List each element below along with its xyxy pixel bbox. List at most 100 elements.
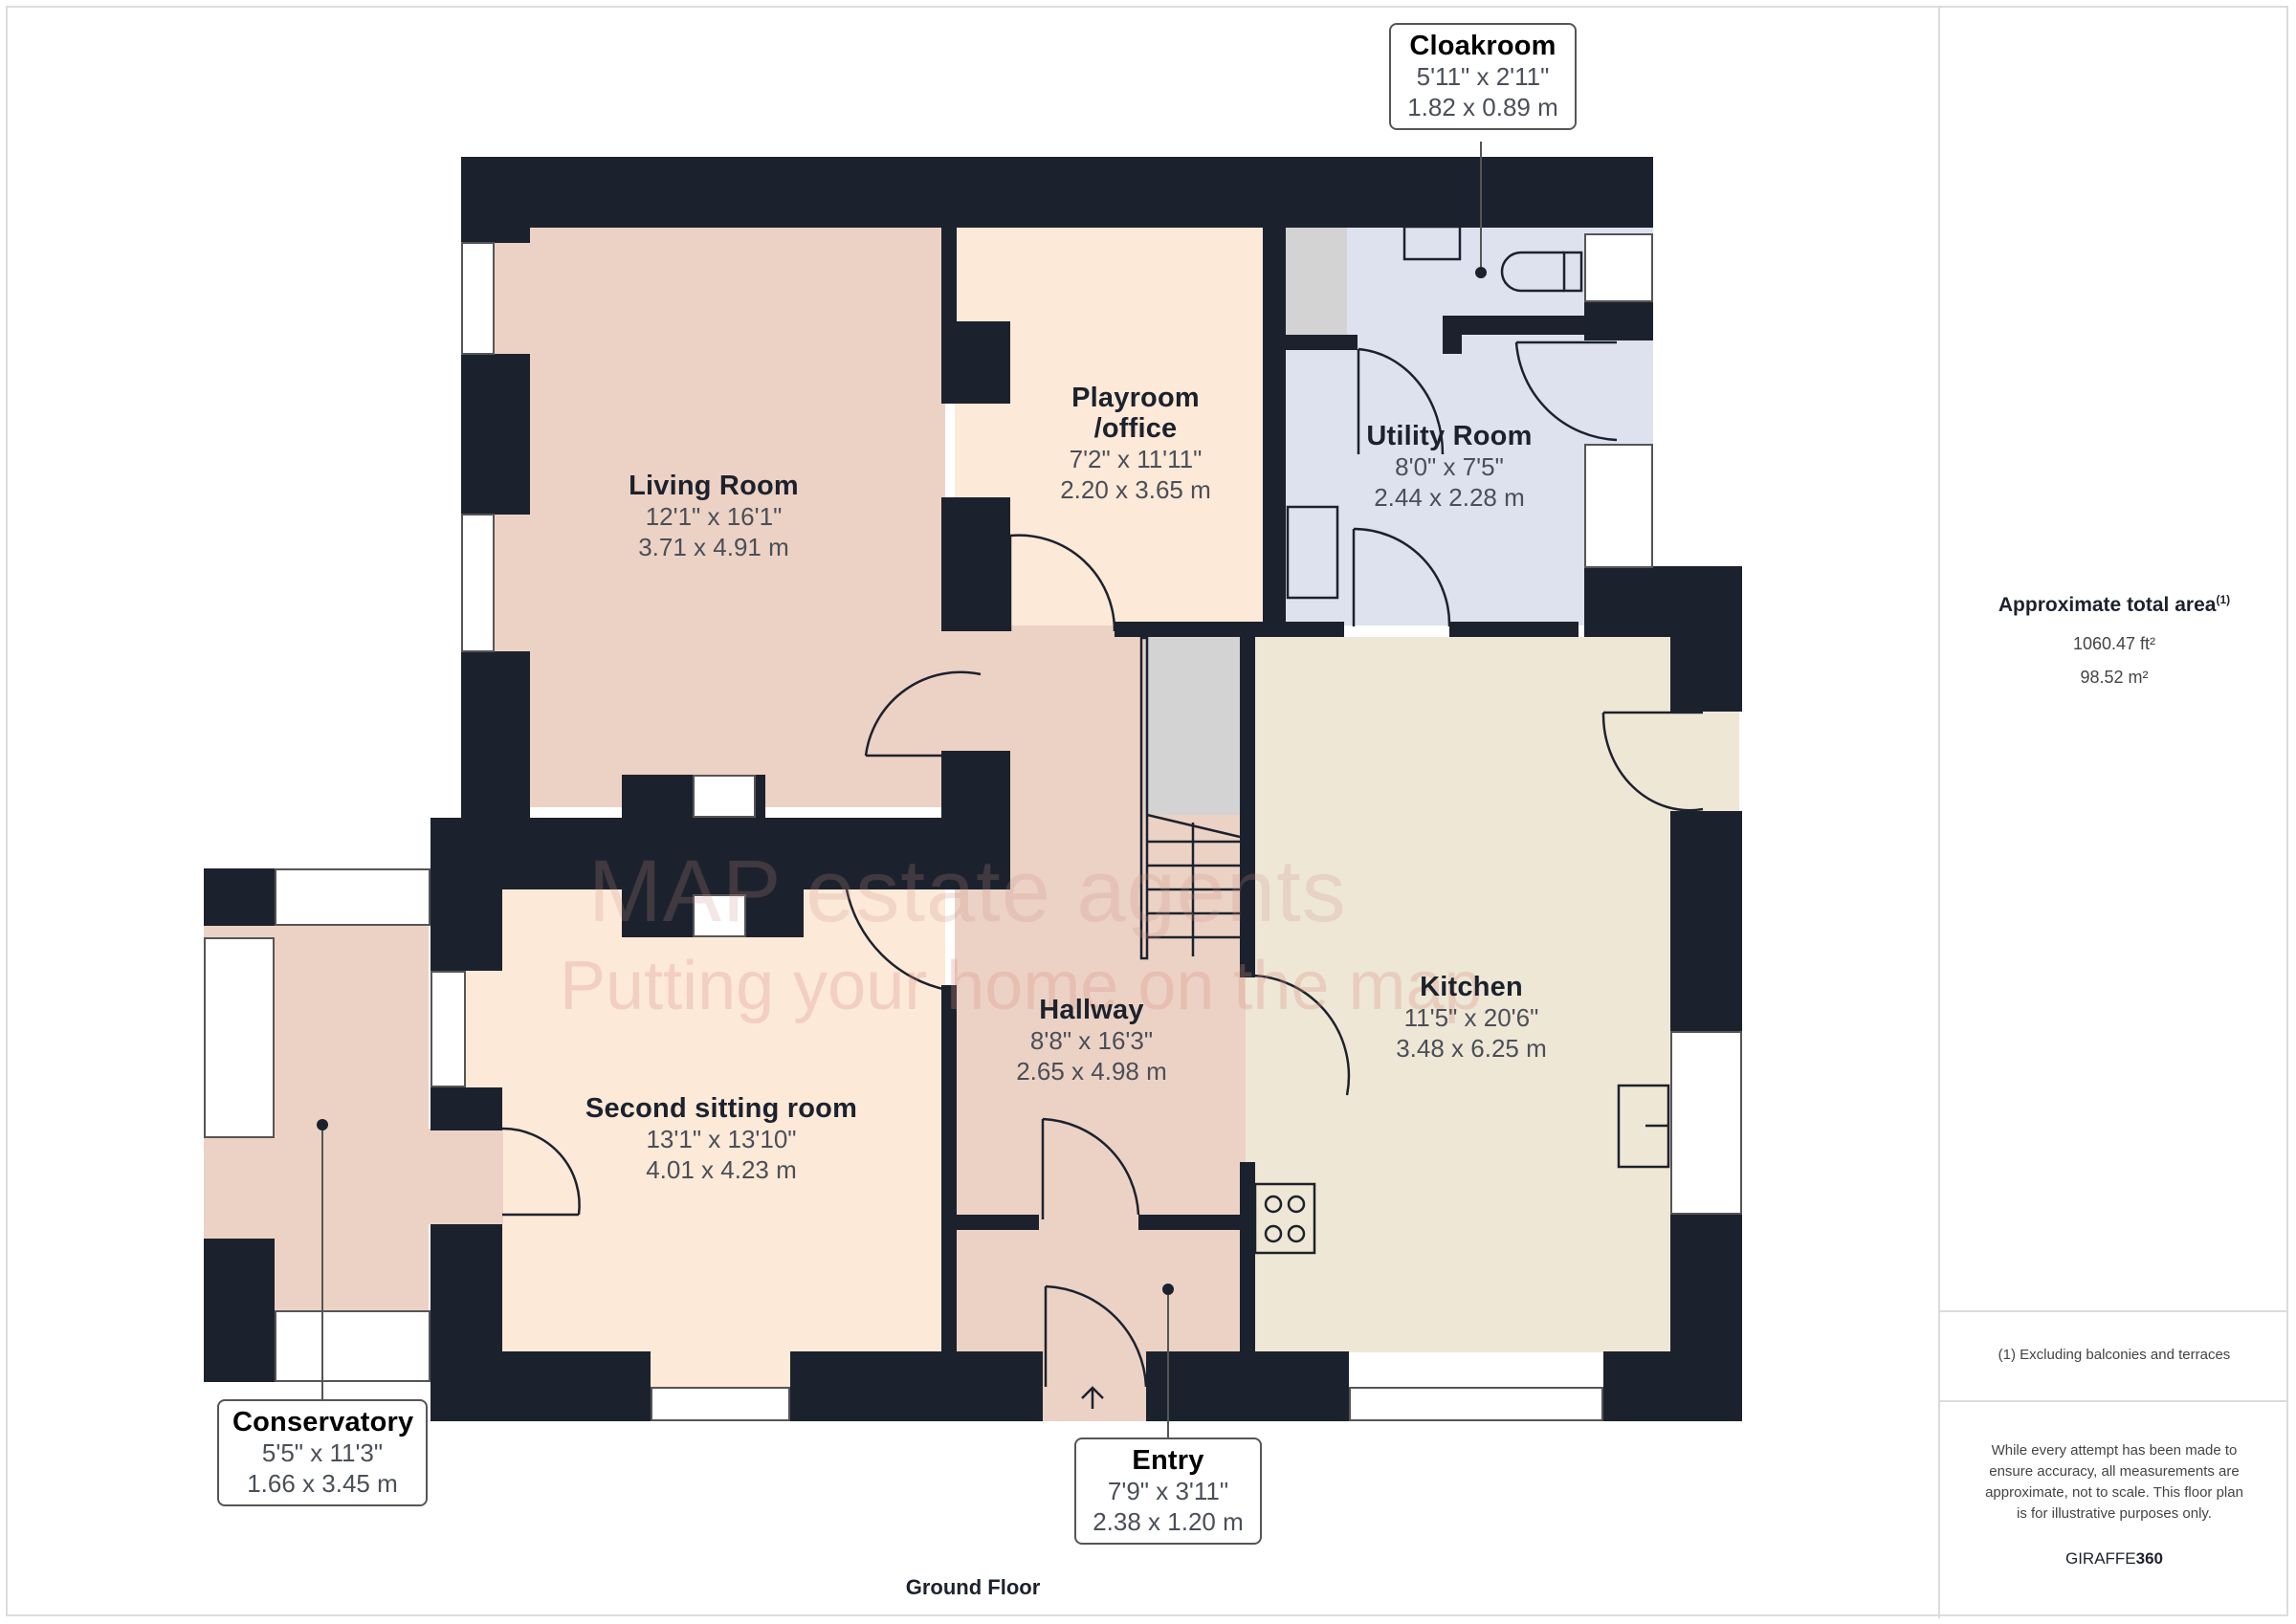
utility-room-name: Utility Room xyxy=(1366,421,1533,451)
side-panel-divider-1 xyxy=(1940,1310,2288,1312)
watermark-title: MAP estate agents xyxy=(588,843,1347,940)
cloakroom-name: Cloakroom xyxy=(1409,31,1556,61)
brand-bold: 360 xyxy=(2135,1549,2164,1568)
bottom-wall-mid xyxy=(790,1351,1043,1421)
area-title-text: Approximate total area xyxy=(1998,594,2217,616)
kitchen-label: Kitchen 11'5" x 20'6" 3.48 x 6.25 m xyxy=(1396,972,1547,1064)
cloakroom-callout: Cloakroom 5'11" x 2'11" 1.82 x 0.89 m xyxy=(1389,23,1577,130)
second-sitting-label: Second sitting room 13'1" x 13'10" 4.01 … xyxy=(585,1093,857,1185)
living-window-1 xyxy=(461,242,495,355)
conservatory-window-bottom xyxy=(275,1310,430,1382)
second-sitting-floor xyxy=(500,888,945,1352)
utility-room-imperial: 8'0" x 7'5" xyxy=(1395,452,1504,481)
conservatory-door-arc xyxy=(501,1127,581,1216)
living-left-wall-mid xyxy=(461,354,530,515)
hall-kitchen-wall-top xyxy=(1240,637,1255,977)
living-room-name: Living Room xyxy=(629,471,799,501)
fireplace-second xyxy=(693,894,746,937)
conservatory-imperial: 5'5" x 11'3" xyxy=(261,1438,384,1467)
area-title: Approximate total area(1) xyxy=(1940,593,2288,617)
playroom-name-1: Playroom xyxy=(1071,383,1200,413)
second-sitting-metric: 4.01 x 4.23 m xyxy=(646,1155,797,1184)
second-left-wall-mid xyxy=(430,1087,502,1130)
top-wall xyxy=(461,157,1653,228)
living-playroom-wall-3 xyxy=(941,497,1010,631)
cloakroom-imperial: 5'11" x 2'11" xyxy=(1416,62,1550,91)
playroom-hall-wall xyxy=(1115,622,1344,637)
page-frame xyxy=(6,6,2288,1616)
entry-floor xyxy=(1043,1352,1146,1421)
watermark-tagline: Putting your home on the map xyxy=(560,948,1483,1024)
utility-back-door-arc xyxy=(1514,341,1618,442)
playroom-metric: 2.20 x 3.65 m xyxy=(1060,475,1211,504)
side-panel-divider-2 xyxy=(1940,1400,2288,1402)
kitchen-right-wall-mid xyxy=(1670,811,1742,1031)
fireplace-living xyxy=(693,775,756,818)
second-sitting-imperial: 13'1" x 13'10" xyxy=(646,1125,797,1153)
playroom-label: Playroom /office 7'2" x 11'11" 2.20 x 3.… xyxy=(1060,383,1211,505)
conservatory-window-left xyxy=(204,937,275,1138)
living-door-arc xyxy=(864,670,982,757)
conservatory-wall-bl xyxy=(204,1239,275,1382)
living-room-imperial: 12'1" x 16'1" xyxy=(645,502,783,531)
hall-living-link xyxy=(861,631,957,756)
entry-imperial: 7'9" x 3'11" xyxy=(1107,1477,1229,1505)
conservatory-wall-tl xyxy=(204,868,275,926)
cloakroom-metric: 1.82 x 0.89 m xyxy=(1407,93,1558,121)
second-sitting-window-reveal xyxy=(465,971,503,1087)
brand-logo: GIRAFFE360 xyxy=(1940,1549,2288,1569)
living-window-2 xyxy=(461,514,495,652)
second-left-wall-top xyxy=(430,818,502,971)
playroom-utility-wall xyxy=(1263,226,1286,625)
area-ft: 1060.47 ft² xyxy=(2072,634,2156,653)
living-left-wall-top xyxy=(461,157,530,243)
cloak-window xyxy=(1584,233,1653,302)
conservatory-metric: 1.66 x 3.45 m xyxy=(247,1469,398,1498)
kitchen-window-right xyxy=(1670,1031,1742,1215)
utility-window xyxy=(1584,444,1653,568)
conservatory-callout: Conservatory 5'5" x 11'3" 1.66 x 3.45 m xyxy=(217,1399,428,1506)
hallway-metric: 2.65 x 4.98 m xyxy=(1016,1057,1167,1086)
second-sitting-name: Second sitting room xyxy=(585,1093,858,1124)
utility-room-label: Utility Room 8'0" x 7'5" 2.44 x 2.28 m xyxy=(1366,421,1532,513)
second-sitting-window xyxy=(651,1387,790,1421)
second-hall-wall xyxy=(941,985,957,1421)
second-sitting-door-arc xyxy=(845,889,948,992)
conservatory-link xyxy=(429,1129,503,1224)
kitchen-right-wall-top xyxy=(1670,566,1742,712)
area-superscript: (1) xyxy=(2216,593,2231,606)
hall-kitchen-wall-bottom xyxy=(1240,1162,1255,1353)
living-playroom-wall-1 xyxy=(941,226,957,321)
playroom-name-2: /office xyxy=(1093,413,1178,444)
cloak-inner-wall-stub xyxy=(1443,316,1462,354)
conservatory-window-top xyxy=(275,868,430,926)
bottom-wall-right-1 xyxy=(1146,1351,1349,1421)
kitchen-name: Kitchen xyxy=(1420,972,1523,1002)
living-window-reveal-1 xyxy=(493,242,531,355)
cloak-storage xyxy=(1285,227,1347,335)
utility-door-arc xyxy=(1353,527,1451,627)
living-room-label: Living Room 12'1" x 16'1" 3.71 x 4.91 m xyxy=(629,471,799,562)
hall-entry-wall-left xyxy=(955,1215,1039,1230)
hall-inner-door-arc xyxy=(1042,1117,1140,1216)
kitchen-door-reveal xyxy=(1670,710,1739,811)
area-m: 98.52 m² xyxy=(2080,668,2149,687)
utility-kitchen-wall xyxy=(1449,622,1578,637)
second-sitting-reveal xyxy=(651,1352,790,1387)
second-sitting-side-window xyxy=(430,971,466,1087)
hall-entry-wall-right xyxy=(1138,1215,1244,1230)
kitchen-hall-door-arc xyxy=(1243,974,1351,1096)
front-door-arc xyxy=(1045,1284,1148,1388)
kitchen-back-door-arc xyxy=(1601,712,1704,812)
floor-title: Ground Floor xyxy=(905,1575,1041,1599)
kitchen-window-bottom xyxy=(1349,1387,1603,1421)
playroom-door-arc xyxy=(1009,534,1116,632)
conservatory-name: Conservatory xyxy=(232,1407,414,1437)
footnote: (1) Excluding balconies and terraces xyxy=(1998,1347,2231,1363)
cloak-door-arc xyxy=(1358,347,1445,455)
entry-callout: Entry 7'9" x 3'11" 2.38 x 1.20 m xyxy=(1074,1437,1262,1545)
entry-name: Entry xyxy=(1132,1445,1204,1476)
mid-wall xyxy=(430,818,1010,889)
hallway-label: Hallway 8'8" x 16'3" 2.65 x 4.98 m xyxy=(1016,995,1167,1086)
disclaimer: While every attempt has been made to ens… xyxy=(1985,1442,2243,1522)
